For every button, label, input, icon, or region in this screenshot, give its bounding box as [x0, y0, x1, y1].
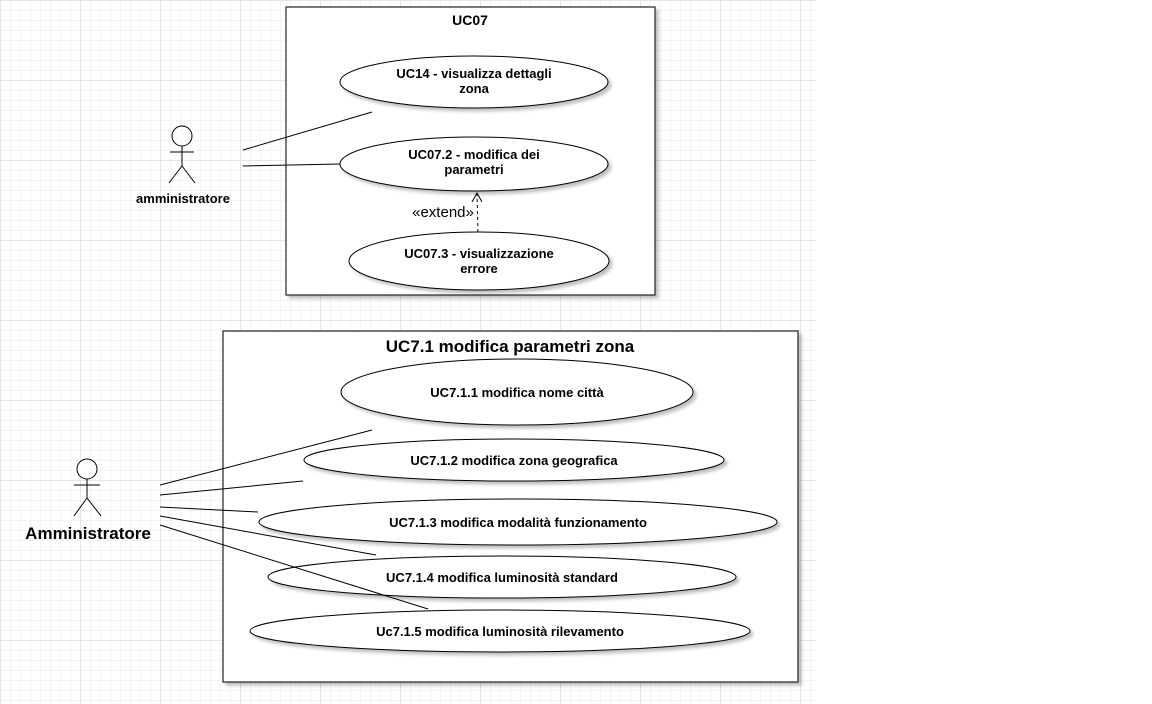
- use-case-uc07-3-line-1: UC07.3 - visualizzazione: [404, 246, 554, 261]
- use-case-uc7-1-5-label: Uc7.1.5 modifica luminosità rilevamento: [376, 624, 624, 639]
- actor-amministratore-bottom[interactable]: Amministratore: [25, 458, 151, 543]
- use-case-uc07-3[interactable]: UC07.3 - visualizzazione errore: [348, 231, 610, 291]
- use-case-uc7-1-2[interactable]: UC7.1.2 modifica zona geografica: [303, 438, 725, 482]
- actor-label-amministratore: amministratore: [136, 191, 230, 206]
- system-title-uc7-1: UC7.1 modifica parametri zona: [386, 337, 635, 356]
- extend-label: «extend»: [412, 204, 474, 221]
- association-uc07-2[interactable]: [242, 163, 341, 167]
- system-title-uc07: UC07: [452, 12, 488, 28]
- association-uc14[interactable]: [242, 111, 373, 151]
- use-case-uc7-1-4[interactable]: UC7.1.4 modifica luminosità standard: [267, 555, 737, 599]
- use-case-uc7-1-5[interactable]: Uc7.1.5 modifica luminosità rilevamento: [249, 609, 751, 653]
- use-case-uc7-1-1[interactable]: UC7.1.1 modifica nome città: [340, 358, 694, 426]
- use-case-uc07-2-line-2: parametri: [444, 162, 503, 177]
- association-uc7-1-2[interactable]: [159, 480, 304, 496]
- use-case-uc14-line-2: zona: [459, 81, 489, 96]
- use-case-uc7-1-1-label: UC7.1.1 modifica nome città: [430, 385, 604, 400]
- use-case-uc14[interactable]: UC14 - visualizza dettagli zona: [339, 55, 609, 109]
- use-case-uc7-1-3[interactable]: UC7.1.3 modifica modalità funzionamento: [258, 498, 778, 546]
- association-uc7-1-3[interactable]: [159, 506, 259, 513]
- extend-relation[interactable]: «extend»: [412, 191, 483, 233]
- use-case-uc07-3-line-2: errore: [460, 261, 498, 276]
- use-case-uc7-1-3-label: UC7.1.3 modifica modalità funzionamento: [389, 515, 647, 530]
- use-case-uc14-line-1: UC14 - visualizza dettagli: [396, 66, 551, 81]
- use-case-uc07-2[interactable]: UC07.2 - modifica dei parametri: [339, 136, 609, 192]
- actor-label-amministratore-bottom: Amministratore: [25, 524, 151, 543]
- association-uc7-1-4[interactable]: [159, 515, 377, 556]
- use-case-uc7-1-2-label: UC7.1.2 modifica zona geografica: [410, 453, 618, 468]
- association-uc7-1-5[interactable]: [159, 524, 429, 610]
- use-case-uc07-2-line-1: UC07.2 - modifica dei: [408, 147, 539, 162]
- association-uc7-1-1[interactable]: [159, 429, 373, 486]
- use-case-uc7-1-4-label: UC7.1.4 modifica luminosità standard: [386, 570, 618, 585]
- actor-amministratore[interactable]: amministratore: [136, 125, 230, 206]
